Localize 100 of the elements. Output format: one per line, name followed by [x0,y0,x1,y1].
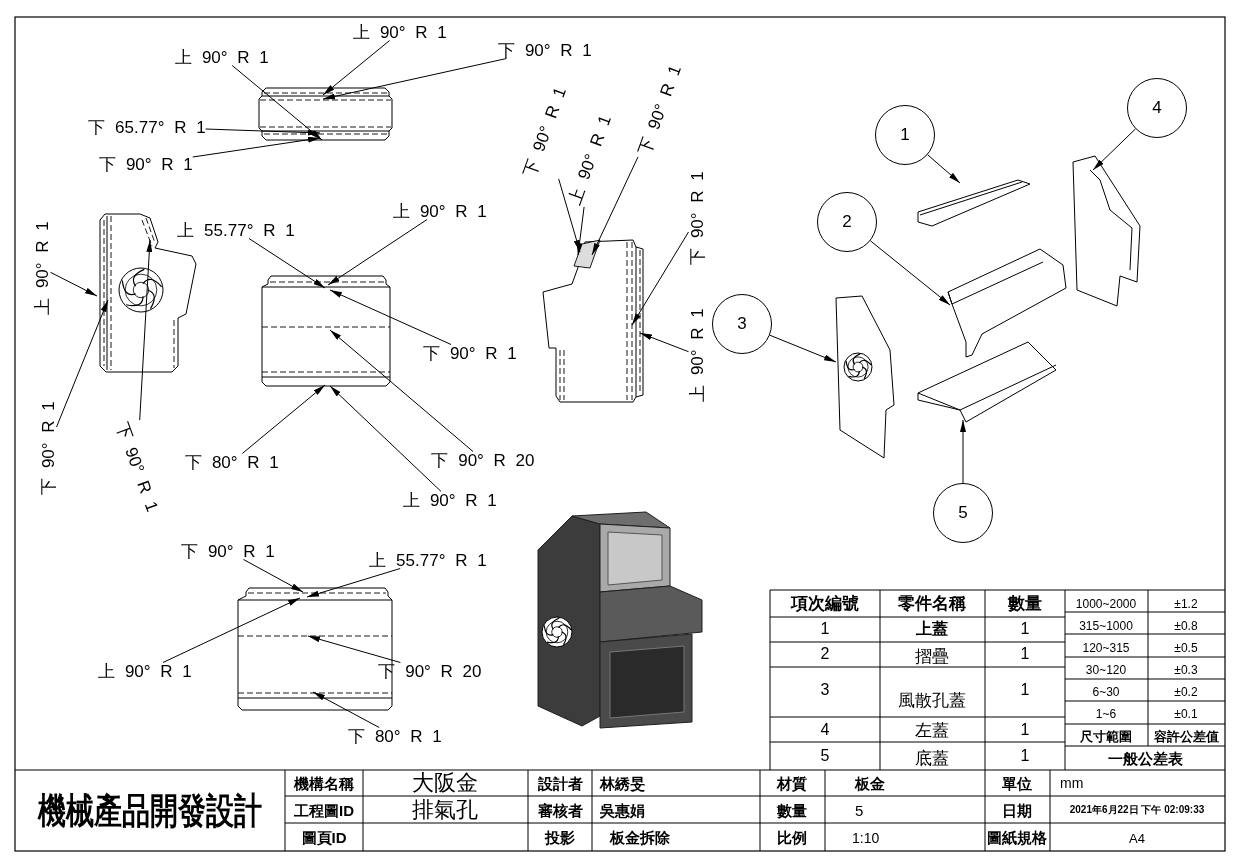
leader-line [591,156,639,256]
quantity: 1 [1020,748,1030,764]
field-label: 比例 [777,829,807,845]
drawing-title: 機械產品開發設計 [37,793,263,829]
leader-line [192,136,321,158]
item-number: 1 [820,621,830,637]
field-value: 大阪金 [412,772,478,794]
bent-part-view-drawing [236,585,396,713]
bend-note: 下 90° R 1 [113,420,161,514]
leader-line [306,568,401,598]
part-name: 風散孔蓋 [898,691,966,709]
bend-note: 上 90° R 1 [33,221,51,315]
quantity: 1 [1020,722,1030,738]
bend-note: 下 90° R 20 [431,451,535,469]
part-drawing [1069,153,1143,309]
quantity: 1 [1020,621,1030,637]
tolerance-value: ±1.2 [1174,598,1198,610]
field-label: 圖紙規格 [987,829,1047,845]
table-caption: 一般公差表 [1107,750,1183,766]
leader-line [329,329,474,452]
leader-line [205,128,321,136]
column-header: 尺寸範圍 [1080,729,1132,743]
leader-line [162,597,301,663]
balloon-callout: 2 [817,192,877,252]
leader-line [241,384,326,454]
leader-line [639,332,689,353]
leader-line [50,271,98,297]
bend-note: 下 90° R 1 [39,401,57,495]
leader-line [248,238,326,289]
leader-line [243,559,304,593]
bend-note: 下 80° R 1 [348,727,442,745]
leader-line [631,231,689,326]
field-label: 日期 [1002,802,1032,818]
bent-part-view-drawing [260,272,393,389]
part-drawing [832,293,898,461]
leader-line [960,419,966,484]
bend-note: 上 55.77° R 1 [177,221,295,239]
tolerance-value: ±0.3 [1174,664,1198,676]
tolerance-value: ±0.8 [1174,620,1198,632]
bend-note: 下 90° R 1 [636,63,684,157]
bend-note: 上 90° R 1 [175,48,269,66]
leader-line [322,58,507,100]
tolerance-value: ±0.2 [1174,686,1198,698]
balloon-callout: 1 [875,105,935,165]
bend-note: 下 90° R 1 [521,85,569,179]
field-label: 投影 [545,829,575,845]
bend-note: 下 90° R 1 [423,344,517,362]
size-range: 6~30 [1092,686,1120,698]
field-value: 2021年6月22日 下午 02:09:33 [1069,805,1205,815]
field-label: 單位 [1002,775,1032,791]
field-value: 吳惠娟 [600,802,645,818]
part-drawing [944,246,1070,360]
item-number: 2 [820,646,830,662]
column-header: 數量 [1008,594,1042,612]
quantity: 1 [1020,646,1030,662]
item-number: 3 [820,682,830,698]
field-value: 排氣孔 [412,799,478,821]
part-name: 摺疊 [915,647,949,665]
tolerance-value: ±0.1 [1174,708,1198,720]
field-value: 林綉旻 [600,775,645,791]
bend-note: 上 55.77° R 1 [369,551,487,569]
part-name: 上蓋 [916,621,948,637]
bend-note: 下 65.77° R 1 [88,118,206,136]
bend-note: 下 90° R 20 [378,662,482,680]
bend-note: 下 90° R 1 [498,41,592,59]
field-value: 1:10 [852,831,880,845]
bend-note: 上 90° R 1 [566,113,614,207]
bend-note: 上 90° R 1 [393,202,487,220]
field-label: 材質 [777,775,807,791]
bend-note: 下 90° R 1 [99,155,193,173]
leader-line [139,239,153,421]
column-header: 容許公差值 [1153,729,1219,743]
leader-line [231,65,323,141]
leader-line [322,40,391,96]
column-header: 零件名稱 [898,594,966,612]
leader-line [576,206,585,256]
field-value: 板金 [855,775,885,791]
field-value: A4 [1129,831,1145,845]
leader-line [329,385,442,492]
leader-line [769,334,837,363]
leader-line [56,299,109,428]
leader-line [558,178,581,253]
balloon-callout: 4 [1127,78,1187,138]
size-range: 1~6 [1095,708,1117,720]
field-label: 圖頁ID [301,829,347,845]
part-name: 左蓋 [915,721,949,739]
quantity: 1 [1020,682,1030,698]
bend-note: 下 90° R 1 [181,542,275,560]
leader-line [307,635,401,663]
bend-note: 下 90° R 1 [688,171,706,265]
leader-line [327,219,428,286]
bend-note: 下 80° R 1 [185,453,279,471]
size-range: 30~120 [1085,664,1127,676]
bend-note: 上 90° R 1 [403,491,497,509]
field-label: 機構名稱 [294,775,354,791]
part-name: 底蓋 [915,749,949,767]
leader-line [329,289,452,345]
size-range: 315~1000 [1079,620,1133,632]
field-label: 工程圖ID [294,802,354,818]
leader-line [869,240,951,306]
